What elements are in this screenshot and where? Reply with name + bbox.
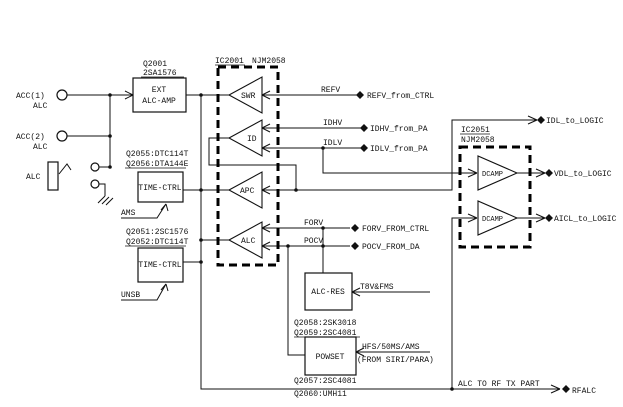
powset-input-line1: HFS/50MS/AMS (362, 343, 420, 352)
ext-amp-name2: ALC-AMP (142, 97, 176, 106)
junction-dots (108, 93, 454, 391)
vdl-dest: VDL_to_LOGIC (554, 170, 612, 179)
alc-amp (227, 221, 263, 259)
alc-jack: ALC (26, 161, 114, 206)
id-amp (227, 119, 263, 157)
id-amp-label: ID (247, 135, 257, 144)
wire-segments (67, 94, 560, 390)
refv-dest: REFV_from_CTRL (367, 92, 434, 101)
time-ctrl-1-block: Q2055:DTC114T Q2056:DTA144E TIME-CTRL AM… (121, 150, 189, 218)
alc-res-input-label: T8V&FMS (360, 283, 394, 292)
acc1-terminal (56, 89, 68, 101)
ic2001-part: NJM2058 (252, 57, 286, 66)
refv-label: REFV (321, 86, 340, 95)
ams-label: AMS (121, 209, 136, 218)
alc-res-ref2: Q2059:2SC4081 (294, 329, 357, 338)
time-ctrl-1-ref1: Q2055:DTC114T (126, 150, 189, 159)
alc-bus-labels: ALC TO RF TX PART RFALC (458, 380, 596, 396)
acc1-input: ACC(1) ALC (16, 89, 68, 111)
time-ctrl-1-box (137, 171, 184, 203)
idhv-dest: IDHV_from_PA (370, 125, 428, 134)
ext-amp-ref: Q2001 (143, 60, 167, 69)
forv-label: FORV (304, 219, 323, 228)
alc-res-label: ALC-RES (311, 288, 345, 297)
alc-res-block: ALC-RES T8V&FMS Q2058:2SK3018 Q2059:2SC4… (294, 272, 394, 338)
alc-bus-label: ALC TO RF TX PART (458, 380, 540, 389)
signal-labels: REFV REFV_from_CTRL IDHV IDHV_from_PA ID… (304, 86, 434, 252)
apc-amp-label: APC (240, 187, 255, 196)
ic2001-block: IC2001 NJM2058 SWR ID APC ALC (215, 57, 286, 267)
ic2051-part: NJM2058 (461, 136, 495, 145)
apc-amp (227, 171, 263, 209)
alc-res-box (304, 272, 353, 311)
pocv-label: POCV (304, 237, 323, 246)
powset-block: POWSET HFS/50MS/AMS (FROM SIRI/PARA) Q20… (294, 336, 434, 399)
powset-input-line2: (FROM SIRI/PARA) (357, 356, 434, 365)
jack-tip-terminal (90, 162, 100, 172)
powset-ref2: Q2060:UMH11 (294, 390, 347, 399)
unsb-label: UNSB (121, 291, 140, 300)
time-ctrl-2-block: Q2051:2SC1576 Q2052:DTC114T TIME-CTRL UN… (121, 228, 189, 300)
acc2-terminal (56, 130, 68, 142)
ic2001-ref: IC2001 (215, 57, 244, 66)
ground-icon (97, 195, 114, 206)
time-ctrl-1-label: TIME-CTRL (138, 184, 181, 193)
acc2-sublabel: ALC (33, 143, 48, 152)
dcamp2 (477, 200, 519, 236)
idl-dest: IDL_to_LOGIC (546, 117, 604, 126)
powset-label: POWSET (316, 353, 345, 362)
aicl-dest: AICL_to_LOGIC (554, 215, 617, 224)
time-ctrl-2-box (137, 247, 184, 283)
alc-res-ref1: Q2058:2SK3018 (294, 319, 357, 328)
ic2051-block: IC2051 NJM2058 DCAMP DCAMP (458, 126, 532, 249)
idlv-dest: IDLV_from_PA (370, 145, 428, 154)
acc1-label: ACC(1) (16, 92, 45, 101)
ext-alc-amp-block: Q2001 2SA1576 EXT ALC-AMP (132, 60, 187, 113)
time-ctrl-2-label: TIME-CTRL (138, 261, 181, 270)
forv-dest: FORV_FROM_CTRL (362, 225, 429, 234)
time-ctrl-2-ref1: Q2051:2SC1576 (126, 228, 189, 237)
idlv-label: IDLV (323, 139, 342, 148)
time-ctrl-1-ref2: Q2056:DTA144E (126, 160, 189, 169)
alc-amp-label: ALC (241, 237, 256, 246)
swr-amp-label: SWR (241, 92, 256, 101)
dcamp1-label: DCAMP (482, 171, 503, 179)
powset-ref1: Q2057:2SC4081 (294, 377, 357, 386)
powset-box (304, 336, 357, 376)
jack-sleeve-terminal (90, 179, 100, 189)
arrowheads (124, 90, 561, 394)
acc1-sublabel: ALC (33, 102, 48, 111)
signal-diamonds (351, 91, 570, 393)
pocv-dest: POCV_FROM_DA (362, 243, 420, 252)
ic2051-ref: IC2051 (461, 126, 490, 135)
idhv-label: IDHV (323, 119, 342, 128)
acc2-label: ACC(2) (16, 133, 45, 142)
ext-amp-part: 2SA1576 (143, 69, 177, 78)
jack-contact (58, 163, 72, 175)
dcamp2-label: DCAMP (482, 216, 503, 224)
ext-amp-box (132, 77, 187, 113)
jack-label: ALC (26, 173, 41, 182)
jack-body (47, 161, 59, 191)
ic2051-dashed-box (458, 145, 532, 249)
acc2-input: ACC(2) ALC (16, 130, 68, 152)
rfalc-dest: RFALC (572, 387, 596, 396)
dcamp1 (477, 155, 519, 191)
swr-amp (227, 76, 263, 114)
time-ctrl-2-ref2: Q2052:DTC114T (126, 238, 189, 247)
ext-amp-name1: EXT (152, 86, 167, 95)
ic2001-dashed-box (216, 65, 280, 267)
logic-output-labels: IDL_to_LOGIC VDL_to_LOGIC AICL_to_LOGIC (546, 117, 617, 224)
